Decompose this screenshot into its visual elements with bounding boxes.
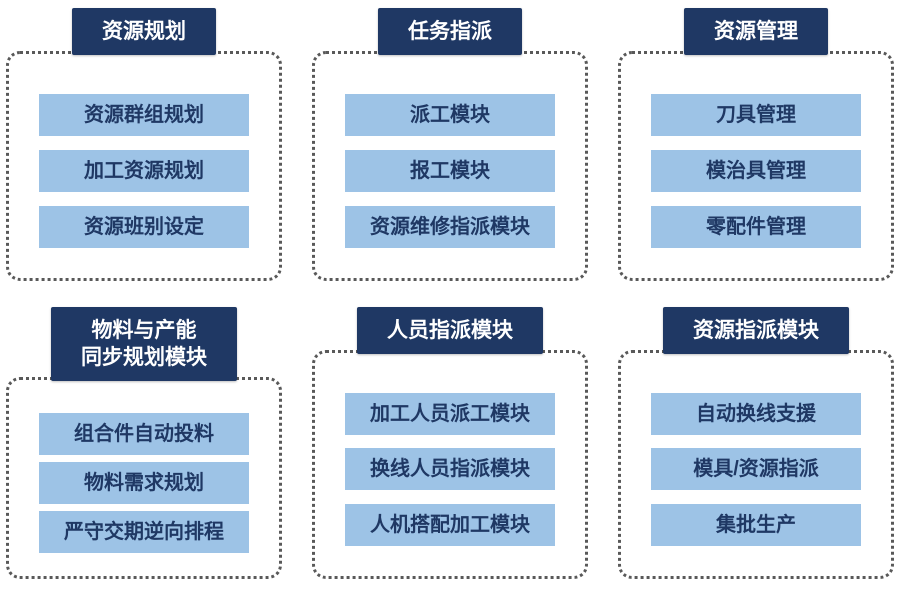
module-item: 自动换线支援 [651,392,861,435]
group-title: 人员指派模块 [357,306,543,354]
module-item: 资源维修指派模块 [345,205,555,248]
group-body: 加工人员派工模块 换线人员指派模块 人机搭配加工模块 [312,349,588,579]
group-title: 物料与产能 同步规划模块 [51,306,237,382]
module-item: 物料需求规划 [39,462,249,505]
module-item: 零配件管理 [651,205,861,248]
group-resource-planning: 资源规划 资源群组规划 加工资源规划 资源班别设定 [6,8,282,281]
module-item: 报工模块 [345,149,555,192]
module-item: 刀具管理 [651,94,861,137]
group-body: 组合件自动投料 物料需求规划 严守交期逆向排程 [6,377,282,579]
group-resource-assignment-module: 资源指派模块 自动换线支援 模具/资源指派 集批生产 [618,306,894,579]
group-personnel-assignment-module: 人员指派模块 加工人员派工模块 换线人员指派模块 人机搭配加工模块 [312,306,588,579]
group-body: 自动换线支援 模具/资源指派 集批生产 [618,349,894,579]
module-item: 模治具管理 [651,149,861,192]
module-item: 组合件自动投料 [39,413,249,456]
module-item: 模具/资源指派 [651,448,861,491]
group-body: 派工模块 报工模块 资源维修指派模块 [312,51,588,281]
group-body: 资源群组规划 加工资源规划 资源班别设定 [6,51,282,281]
group-resource-management: 资源管理 刀具管理 模治具管理 零配件管理 [618,8,894,281]
group-title: 资源管理 [684,8,828,56]
module-item: 加工人员派工模块 [345,392,555,435]
module-item: 严守交期逆向排程 [39,511,249,553]
group-title: 任务指派 [378,8,522,56]
module-item: 加工资源规划 [39,149,249,192]
group-body: 刀具管理 模治具管理 零配件管理 [618,51,894,281]
module-item: 人机搭配加工模块 [345,504,555,547]
group-material-capacity-sync-planning: 物料与产能 同步规划模块 组合件自动投料 物料需求规划 严守交期逆向排程 [6,306,282,579]
module-item: 资源群组规划 [39,94,249,137]
module-item: 集批生产 [651,504,861,547]
module-item: 资源班别设定 [39,205,249,248]
group-task-assignment: 任务指派 派工模块 报工模块 资源维修指派模块 [312,8,588,281]
module-item: 换线人员指派模块 [345,448,555,491]
module-item: 派工模块 [345,94,555,137]
group-title: 资源规划 [72,8,216,56]
group-title: 资源指派模块 [663,306,849,354]
